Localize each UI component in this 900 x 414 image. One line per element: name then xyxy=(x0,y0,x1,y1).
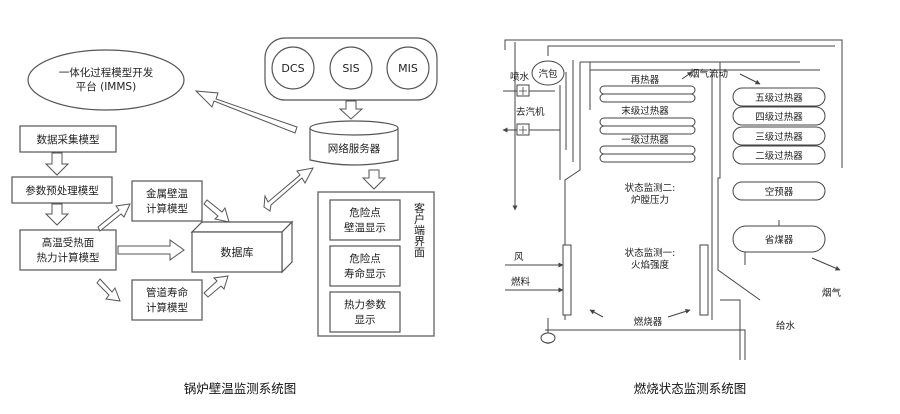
arrow-collection-to-preprocess xyxy=(44,152,70,176)
sis-node: SIS xyxy=(329,46,373,90)
sis-label: SIS xyxy=(342,62,359,75)
final-superheater-coil: 末级过热器 xyxy=(599,105,696,135)
danger-wall-display: 危险点 壁温显示 xyxy=(329,199,401,241)
wind-label: 风 xyxy=(514,252,524,263)
mis-node: MIS xyxy=(386,46,430,90)
thermal-params-line2: 显示 xyxy=(355,314,376,326)
to-turbine-label: 去汽机 xyxy=(516,106,545,118)
economizer-label: 省煤器 xyxy=(765,234,794,246)
danger-wall-line2: 壁温显示 xyxy=(344,221,386,234)
final-sh-label: 末级过热器 xyxy=(621,105,669,117)
sh3-node: 三级过热器 xyxy=(732,126,826,146)
database-node: 数据库 xyxy=(190,220,294,274)
pipe-life-node: 管道寿命 计算模型 xyxy=(131,279,203,321)
status1-line1: 状态监测一: xyxy=(625,247,676,259)
sh4-node: 四级过热器 xyxy=(732,106,826,126)
sh4-label: 四级过热器 xyxy=(755,111,803,123)
client-panel: 客户端界面 危险点 壁温显示 危险点 寿命显示 热力参数 显示 xyxy=(317,191,435,337)
imms-line2: 平台 (IMMS) xyxy=(76,80,136,93)
right-burner-wall xyxy=(699,244,709,316)
drum-label: 汽包 xyxy=(538,68,558,80)
network-server-node: 网络服务器 xyxy=(309,120,399,166)
thermal-calc-node: 高温受热面 热力计算模型 xyxy=(19,229,117,271)
turbine-valve-icon xyxy=(516,123,530,136)
arrow-metal-to-database xyxy=(203,199,230,223)
arrow-thermal-to-metal xyxy=(97,203,131,232)
arrow-preprocess-to-thermal xyxy=(44,203,70,226)
drum-node: 汽包 xyxy=(531,60,565,86)
danger-life-line1: 危险点 xyxy=(349,252,381,265)
sh5-label: 五级过热器 xyxy=(755,92,803,104)
outer-pipe-top xyxy=(504,39,843,168)
fuel-label: 燃料 xyxy=(511,276,531,288)
preprocess-label: 参数预处理模型 xyxy=(25,184,99,197)
reheater-coil: 再热器 xyxy=(599,74,696,103)
metal-wall-line2: 计算模型 xyxy=(146,202,188,215)
spray-valve-icon xyxy=(516,84,530,97)
preprocess-node: 参数预处理模型 xyxy=(11,176,113,204)
arrow-server-to-client xyxy=(361,169,387,190)
imms-line1: 一体化过程模型开发 xyxy=(59,66,154,79)
dcs-node: DCS xyxy=(271,46,315,90)
left-diagram: 一体化过程模型开发 平台 (IMMS) DCS SIS MIS xyxy=(11,37,438,396)
database-label: 数据库 xyxy=(221,245,254,259)
feedwater-label: 给水 xyxy=(776,320,796,332)
bottom-header-icon xyxy=(540,332,556,344)
left-caption: 锅炉壁温监测系统图 xyxy=(184,381,297,396)
thermal-params-display: 热力参数 显示 xyxy=(329,291,401,333)
outer-pipe-top-2 xyxy=(547,45,835,56)
sh2-label: 二级过热器 xyxy=(755,150,803,162)
spray-label: 喷水 xyxy=(510,71,530,83)
left-burner-wall xyxy=(562,244,572,316)
thermal-line1: 高温受热面 xyxy=(42,236,95,249)
sh5-node: 五级过热器 xyxy=(732,87,826,107)
network-server-label: 网络服务器 xyxy=(328,142,381,155)
status2-line1: 状态监测二: xyxy=(625,182,676,194)
burner-label: 燃烧器 xyxy=(634,316,663,328)
metal-wall-node: 金属壁温 计算模型 xyxy=(131,180,203,222)
thermal-params-line1: 热力参数 xyxy=(344,298,386,311)
arrow-thermal-to-pipe xyxy=(96,278,121,302)
flue-gas-label: 烟气 xyxy=(822,287,842,299)
right-caption: 燃烧状态监测系统图 xyxy=(634,381,747,396)
first-sh-label: 一级过热器 xyxy=(621,134,669,146)
imms-platform-node: 一体化过程模型开发 平台 (IMMS) xyxy=(27,49,185,111)
data-collection-label: 数据采集模型 xyxy=(37,133,100,146)
sh2-node: 二级过热器 xyxy=(732,145,826,165)
arrow-systems-to-server xyxy=(338,100,364,120)
client-label: 客户端界面 xyxy=(413,201,426,257)
reheater-label: 再热器 xyxy=(631,74,660,86)
sh3-label: 三级过热器 xyxy=(755,131,803,143)
air-preheater-node: 空预器 xyxy=(732,181,826,201)
metal-wall-line1: 金属壁温 xyxy=(146,187,188,200)
arrow-pipe-to-database xyxy=(203,275,229,298)
status2-line2: 炉膛压力 xyxy=(631,194,669,206)
dcs-label: DCS xyxy=(281,62,304,75)
source-systems-group: DCS SIS MIS xyxy=(264,37,438,101)
arrow-server-database xyxy=(263,167,314,212)
arrow-server-to-imms xyxy=(194,90,298,134)
danger-life-display: 危险点 寿命显示 xyxy=(329,245,401,287)
right-diagram: 汽包 喷水 去汽机 再热器 末级过热器 xyxy=(502,39,843,396)
danger-wall-line1: 危险点 xyxy=(349,206,381,219)
thermal-line2: 热力计算模型 xyxy=(37,251,100,264)
pipe-life-line2: 计算模型 xyxy=(146,301,188,314)
economizer-node: 省煤器 xyxy=(732,225,826,253)
furnace-wall-right xyxy=(717,62,761,301)
data-collection-node: 数据采集模型 xyxy=(19,125,117,153)
status1-line2: 火焰强度 xyxy=(631,259,670,271)
danger-life-line2: 寿命显示 xyxy=(344,267,386,280)
first-superheater-coil: 一级过热器 xyxy=(599,134,696,163)
air-preheater-label: 空预器 xyxy=(765,186,794,198)
pipe-life-line1: 管道寿命 xyxy=(146,286,188,299)
flue-flow-label: 烟气流动 xyxy=(690,68,728,80)
mis-label: MIS xyxy=(398,62,418,75)
arrow-thermal-to-database xyxy=(117,239,185,261)
